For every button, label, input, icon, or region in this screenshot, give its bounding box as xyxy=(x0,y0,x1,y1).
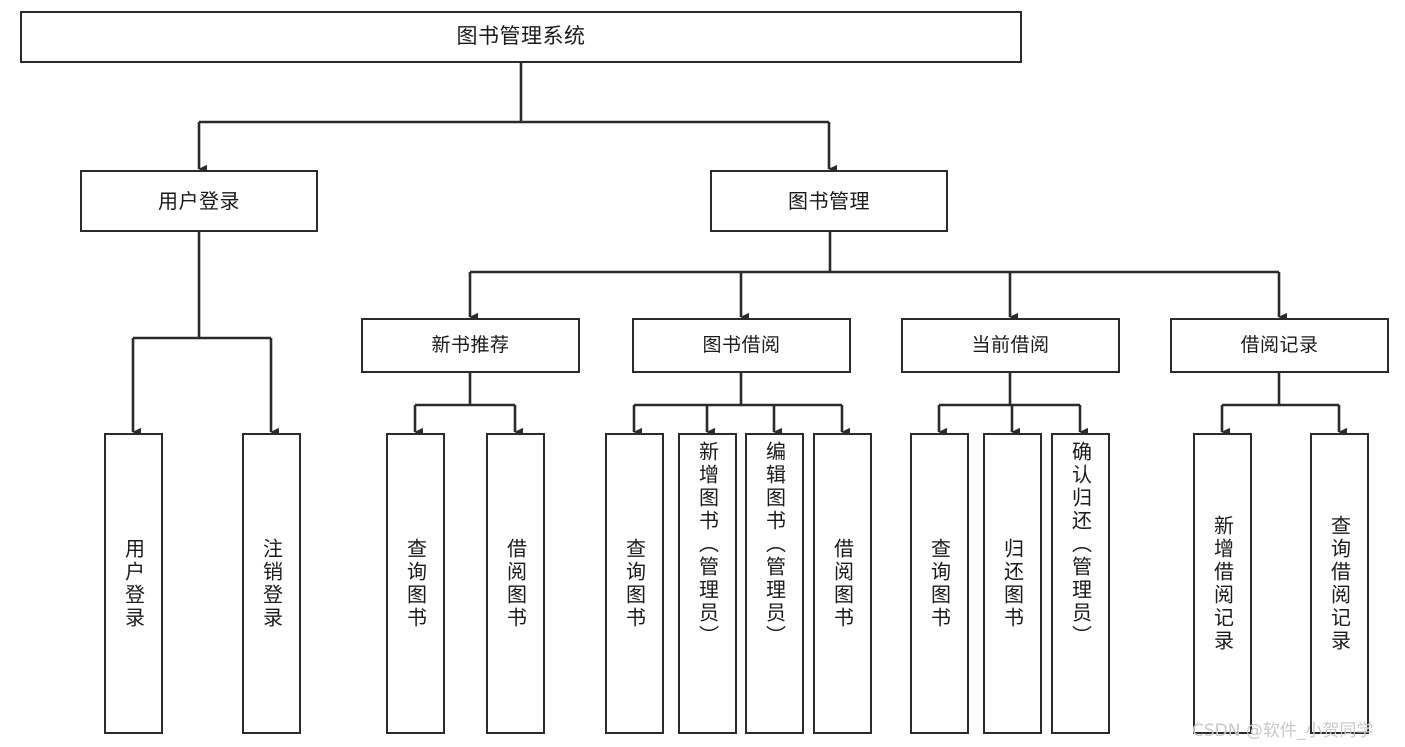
node-book-borrow[interactable]: 图书借阅 xyxy=(632,318,851,373)
node-leaf-borrow-book-2[interactable]: 借阅图书 xyxy=(813,433,872,734)
node-current-borrow[interactable]: 当前借阅 xyxy=(901,318,1120,373)
node-new-book-recommend[interactable]: 新书推荐 xyxy=(361,318,580,373)
node-leaf-add-borrow-record[interactable]: 新增借阅记录 xyxy=(1193,433,1252,734)
node-leaf-user-login[interactable]: 用户登录 xyxy=(104,433,163,734)
node-label: 归还图书 xyxy=(1000,537,1025,630)
node-leaf-query-book-1[interactable]: 查询图书 xyxy=(386,433,445,734)
node-leaf-query-borrow-record[interactable]: 查询借阅记录 xyxy=(1310,433,1369,734)
node-borrow-record[interactable]: 借阅记录 xyxy=(1170,318,1389,373)
node-label: 借阅图书 xyxy=(830,537,855,630)
node-label: 注销登录 xyxy=(259,537,284,630)
node-label: 确认归还（管理员） xyxy=(1068,441,1093,648)
node-leaf-confirm-return-admin[interactable]: 确认归还（管理员） xyxy=(1051,433,1110,734)
csdn-watermark: CSDN @软件_小贺同学 xyxy=(1192,721,1374,741)
node-label: 图书管理 xyxy=(788,188,870,213)
node-label: 当前借阅 xyxy=(971,333,1050,356)
node-label: 借阅记录 xyxy=(1240,333,1319,356)
node-leaf-query-book-3[interactable]: 查询图书 xyxy=(910,433,969,734)
node-label: 用户登录 xyxy=(158,188,240,213)
node-label: 用户登录 xyxy=(121,537,146,630)
node-leaf-query-book-2[interactable]: 查询图书 xyxy=(605,433,664,734)
node-leaf-logout-login[interactable]: 注销登录 xyxy=(242,433,301,734)
node-leaf-borrow-book-1[interactable]: 借阅图书 xyxy=(486,433,545,734)
node-user-login[interactable]: 用户登录 xyxy=(80,170,318,232)
node-label: 新增借阅记录 xyxy=(1210,514,1235,653)
node-leaf-add-book-admin[interactable]: 新增图书（管理员） xyxy=(678,433,737,734)
node-book-manage[interactable]: 图书管理 xyxy=(710,170,948,232)
node-label: 新增图书（管理员） xyxy=(695,441,720,648)
node-label: 查询借阅记录 xyxy=(1327,514,1352,653)
node-label: 图书借阅 xyxy=(702,333,781,356)
node-label: 查询图书 xyxy=(622,537,647,630)
node-label: 新书推荐 xyxy=(431,333,510,356)
node-leaf-return-book[interactable]: 归还图书 xyxy=(983,433,1042,734)
node-label: 编辑图书（管理员） xyxy=(762,441,787,648)
node-label: 查询图书 xyxy=(927,537,952,630)
node-leaf-edit-book-admin[interactable]: 编辑图书（管理员） xyxy=(745,433,804,734)
node-root[interactable]: 图书管理系统 xyxy=(20,11,1022,63)
node-label: 借阅图书 xyxy=(503,537,528,630)
node-label: 查询图书 xyxy=(403,537,428,630)
node-label: 图书管理系统 xyxy=(456,24,586,49)
